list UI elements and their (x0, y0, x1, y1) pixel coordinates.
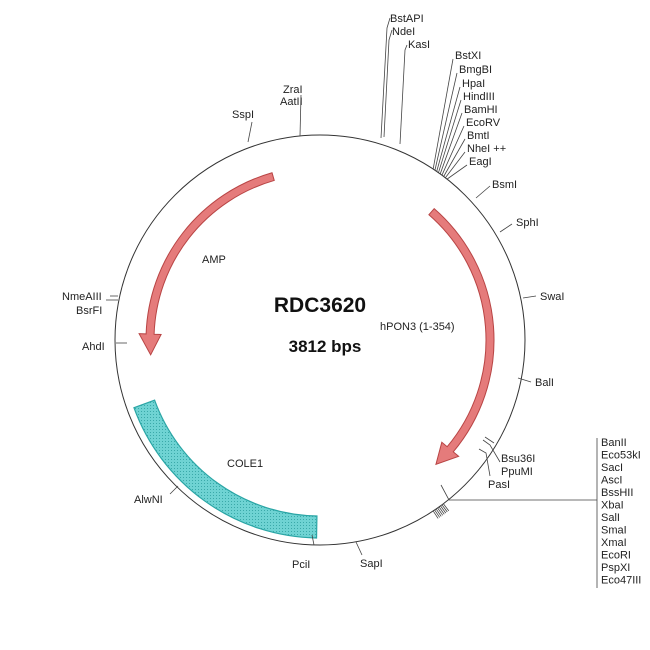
site-label[interactable]: SacI (601, 462, 623, 474)
site-label[interactable]: BstAPI (390, 13, 424, 25)
site-group-top1: BstAPI NdeI KasI (390, 13, 430, 51)
site-label[interactable]: EcoRV (466, 117, 501, 129)
site-leader-line (439, 112, 463, 175)
site-label-sspi[interactable]: SspI (232, 109, 254, 121)
site-label[interactable]: HindIII (463, 91, 495, 103)
site-label-swai[interactable]: SwaI (540, 291, 564, 303)
site-label-ppumi[interactable]: PpuMI (501, 466, 533, 478)
site-group-top2: BstXI BmgBI HpaI HindIII BamHI EcoRV Bmt… (455, 50, 506, 168)
site-label-ahdi[interactable]: AhdI (82, 341, 105, 353)
site-label[interactable]: BanII (601, 437, 627, 449)
site-tick (438, 506, 445, 515)
site-label[interactable]: EagI (469, 156, 492, 168)
site-group-right: BanIIEco53kISacIAscIBssHIIXbaISalISmaIXm… (601, 437, 641, 587)
cole1-label: COLE1 (227, 458, 263, 470)
site-label-nmeaiii[interactable]: NmeAIII (62, 291, 102, 303)
site-label[interactable]: PspXI (601, 562, 630, 574)
site-tick (443, 503, 450, 512)
site-label[interactable]: BmgBI (459, 64, 492, 76)
site-leader-line (438, 99, 462, 173)
site-label-bsu36i[interactable]: Bsu36I (501, 453, 535, 465)
site-label[interactable]: SalI (601, 512, 620, 524)
amp-label: AMP (202, 254, 226, 266)
site-leader-line (434, 72, 458, 171)
site-label-pasi[interactable]: PasI (488, 479, 510, 491)
hpon3-label: hPON3 (1-354) (380, 321, 455, 333)
cole1-feature-band[interactable] (133, 399, 318, 539)
site-label[interactable]: XmaI (601, 537, 627, 549)
site-label-pcii[interactable]: PciI (292, 559, 310, 571)
site-label[interactable]: HpaI (462, 78, 485, 90)
site-label[interactable]: BamHI (464, 104, 498, 116)
site-label[interactable]: BssHII (601, 487, 633, 499)
site-label[interactable]: Eco53kI (601, 450, 641, 462)
site-tick (434, 509, 440, 518)
site-tick (432, 510, 439, 519)
site-label[interactable]: BstXI (455, 50, 481, 62)
site-label-bsrfi[interactable]: BsrFI (76, 305, 102, 317)
site-label[interactable]: KasI (408, 39, 430, 51)
site-label[interactable]: Eco47III (601, 575, 641, 587)
site-label[interactable]: EcoRI (601, 550, 631, 562)
site-leader-line (441, 125, 465, 176)
hpon3-feature-arrow[interactable] (428, 207, 495, 466)
site-leader-line (436, 86, 461, 172)
backbone-circle (114, 134, 526, 546)
site-tick (440, 505, 447, 514)
site-label[interactable]: SmaI (601, 525, 627, 537)
site-label-alwni[interactable]: AlwNI (134, 494, 163, 506)
site-label[interactable]: XbaI (601, 500, 624, 512)
site-label-sapi[interactable]: SapI (360, 558, 383, 570)
site-leader-line (432, 58, 454, 170)
site-label-sphi[interactable]: SphI (516, 217, 539, 229)
site-label-bali[interactable]: BalI (535, 377, 554, 389)
site-tick (435, 508, 442, 517)
amp-feature-arrow[interactable] (138, 172, 275, 356)
site-label[interactable]: NheI ++ (467, 143, 506, 155)
site-label-bsmi[interactable]: BsmI (492, 179, 517, 191)
site-label[interactable]: NdeI (392, 26, 415, 38)
plasmid-name: RDC3620 (274, 294, 366, 317)
site-label-zrai[interactable]: ZraI (283, 84, 303, 96)
site-label-aatii[interactable]: AatII (280, 96, 303, 108)
site-leader-line (446, 164, 468, 180)
site-label[interactable]: AscI (601, 475, 622, 487)
site-tick (437, 507, 444, 516)
site-tick (441, 504, 448, 513)
plasmid-size: 3812 bps (289, 337, 362, 356)
site-leader-line (445, 151, 466, 179)
site-label[interactable]: BmtI (467, 130, 490, 142)
site-leader-line (443, 138, 466, 177)
